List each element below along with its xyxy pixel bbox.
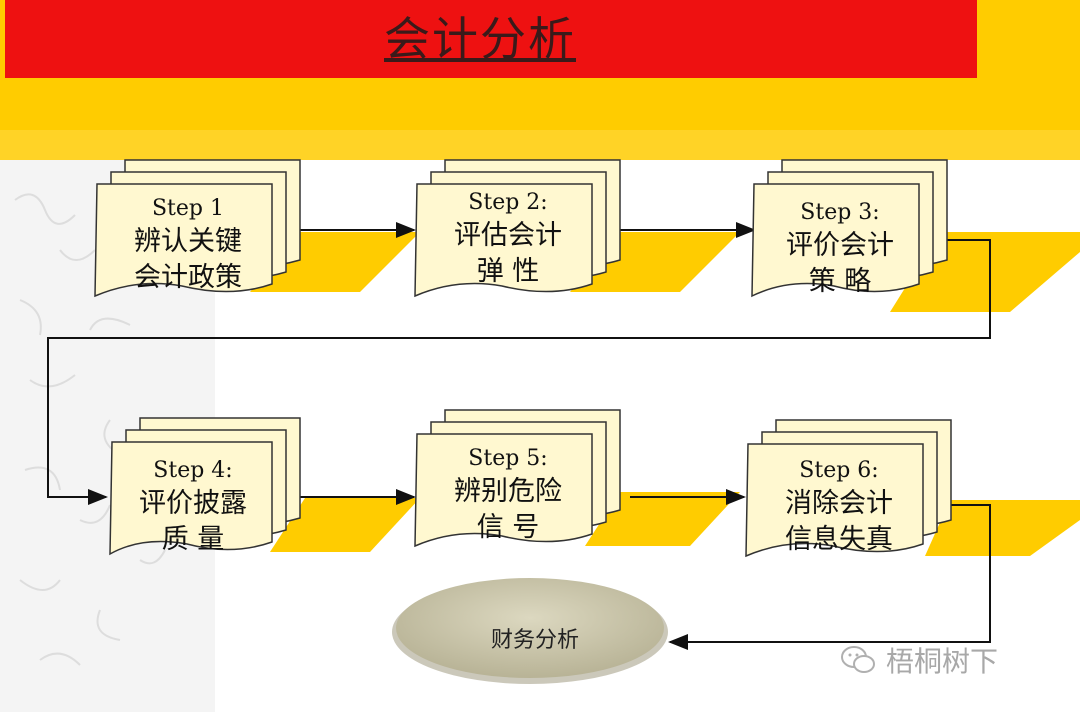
step-text-line2: 信 号 (476, 512, 540, 543)
red-title-banner (5, 0, 977, 78)
document-stack-icon (94, 159, 301, 298)
step-card-6: Step 6: 消除会计 信息失真 (745, 418, 956, 568)
result-ellipse (396, 578, 664, 678)
step-label: Step 1 (151, 196, 224, 221)
step-label: Step 2: (468, 190, 548, 215)
step-text-line2: 质 量 (161, 524, 225, 555)
step-label: Step 3: (800, 200, 880, 225)
step-text-line1: 消除会计 (785, 488, 893, 519)
step-text-line1: 评估会计 (454, 220, 562, 251)
wechat-icon (841, 646, 875, 673)
step-text-line1: 评价会计 (786, 230, 894, 261)
document-stack-icon (109, 417, 301, 556)
document-stack-icon (751, 159, 948, 298)
arrow-step3-step4 (47, 239, 991, 505)
step-text-line1: 辨别危险 (454, 476, 562, 507)
watermark-text: 梧桐树下 (886, 645, 999, 678)
row2-yellow-bands (270, 492, 1080, 556)
watermark: 梧桐树下 (840, 640, 998, 680)
step-card-1: Step 1 辨认关键 会计政策 (94, 158, 305, 308)
step-card-4: Step 4: 评价披露 质 量 (109, 416, 320, 566)
step-card-5: Step 5: 辨别危险 信 号 (414, 408, 625, 558)
step-card-2: Step 2: 评估会计 弹 性 (414, 158, 625, 308)
step-label: Step 5: (468, 446, 548, 471)
document-stack-icon (414, 409, 621, 548)
step-label: Step 4: (153, 458, 233, 483)
document-stack-icon (745, 419, 952, 558)
step-text-line1: 辨认关键 (134, 226, 242, 257)
step-text-line2: 信息失真 (785, 524, 893, 555)
slide-title: 会计分析 (384, 12, 576, 66)
step-label: Step 6: (799, 458, 879, 483)
document-stack-icon (414, 159, 621, 298)
result-label: 财务分析 (490, 628, 579, 653)
arrow-step6-result (668, 504, 991, 650)
step-text-line2: 会计政策 (134, 262, 242, 293)
step-card-3: Step 3: 评价会计 策 略 (751, 158, 962, 308)
left-texture-pattern (14, 193, 166, 666)
step-text-line2: 弹 性 (476, 256, 540, 287)
step-text-line2: 策 略 (808, 266, 872, 297)
step-text-line1: 评价披露 (139, 488, 247, 519)
